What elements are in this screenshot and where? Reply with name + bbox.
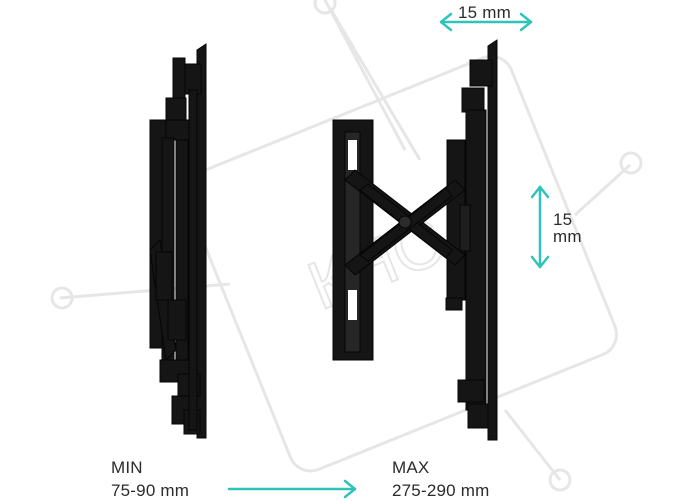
max-range-value: 275-290 mm — [392, 481, 490, 500]
depth-side-number: 15 — [553, 210, 573, 229]
min-to-max-arrow — [227, 479, 357, 499]
depth-side-unit: mm — [553, 227, 582, 246]
depth-side-arrow — [530, 185, 550, 269]
mount-extended-side-view — [332, 39, 498, 441]
depth-top-label: 15 mm — [458, 3, 511, 22]
max-label: MAX — [392, 458, 430, 477]
min-range-value: 75-90 mm — [111, 481, 190, 500]
watermark-text: КНС — [298, 202, 454, 324]
depth-top-arrow — [439, 12, 533, 32]
mount-folded-side-view — [149, 43, 207, 439]
min-label: MIN — [111, 458, 143, 477]
